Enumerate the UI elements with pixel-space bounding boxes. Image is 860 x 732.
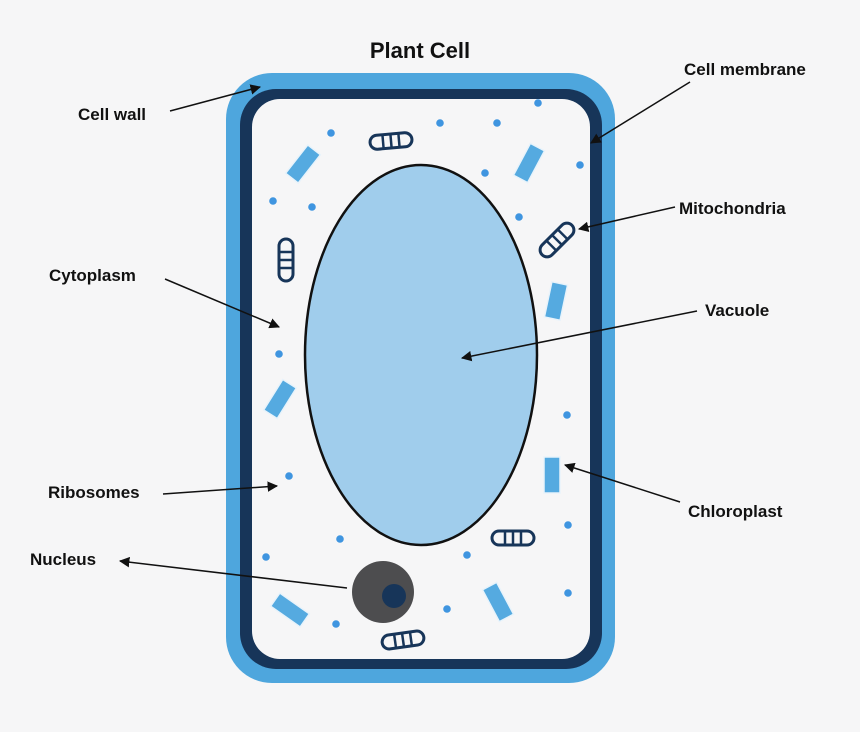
mitochondrion (368, 131, 414, 151)
ribosome (332, 620, 340, 628)
nucleolus (382, 584, 406, 608)
mitochondrion (538, 221, 576, 259)
ribosome (515, 213, 523, 221)
mitochondrion (277, 237, 295, 283)
ribosomes-arrow (162, 481, 279, 495)
ribosome (336, 535, 344, 543)
ribosome (463, 551, 471, 559)
ribosomes-label: Ribosomes (48, 483, 140, 502)
ribosome (262, 553, 270, 561)
mitochondria-group (277, 131, 576, 651)
chloroplast (543, 280, 569, 322)
ribosome (576, 161, 584, 169)
chloroplast-arrow (564, 462, 681, 503)
cytoplasm-label: Cytoplasm (49, 266, 136, 285)
ribosome (493, 119, 501, 127)
ribosome (534, 99, 542, 107)
mitochondria-arrow (577, 206, 676, 233)
ribosome-group (262, 99, 584, 628)
nucleus-label: Nucleus (30, 550, 96, 569)
cell-membrane-label: Cell membrane (684, 60, 806, 79)
mitochondrion (380, 629, 426, 651)
ribosome (443, 605, 451, 613)
chloroplast (481, 581, 515, 623)
cell-wall-arrow (169, 84, 262, 112)
ribosome (563, 411, 571, 419)
ribosome (308, 203, 316, 211)
chloroplast (543, 456, 561, 494)
cell-membrane-arrow (590, 81, 691, 144)
cytoplasm-arrow (164, 278, 280, 329)
ribosome (564, 521, 572, 529)
cell-wall-label: Cell wall (78, 105, 146, 124)
ribosome (436, 119, 444, 127)
diagram-title: Plant Cell (370, 38, 470, 63)
ribosome (481, 169, 489, 177)
ribosome (327, 129, 335, 137)
chloroplast (262, 378, 298, 420)
ribosome (285, 472, 293, 480)
ribosome (269, 197, 277, 205)
mitochondria-label: Mitochondria (679, 199, 786, 218)
mitochondrion (490, 529, 536, 547)
ribosome (275, 350, 283, 358)
vacuole-label: Vacuole (705, 301, 769, 320)
nucleus-arrow (118, 556, 348, 589)
chloroplast-group (262, 142, 569, 628)
vacuole (303, 163, 539, 547)
chloroplast (284, 143, 322, 185)
chloroplast (512, 142, 546, 184)
chloroplast-label: Chloroplast (688, 502, 783, 521)
chloroplast (269, 592, 311, 628)
leader-lines (118, 81, 698, 589)
vacuole-arrow (460, 310, 698, 362)
ribosome (564, 589, 572, 597)
